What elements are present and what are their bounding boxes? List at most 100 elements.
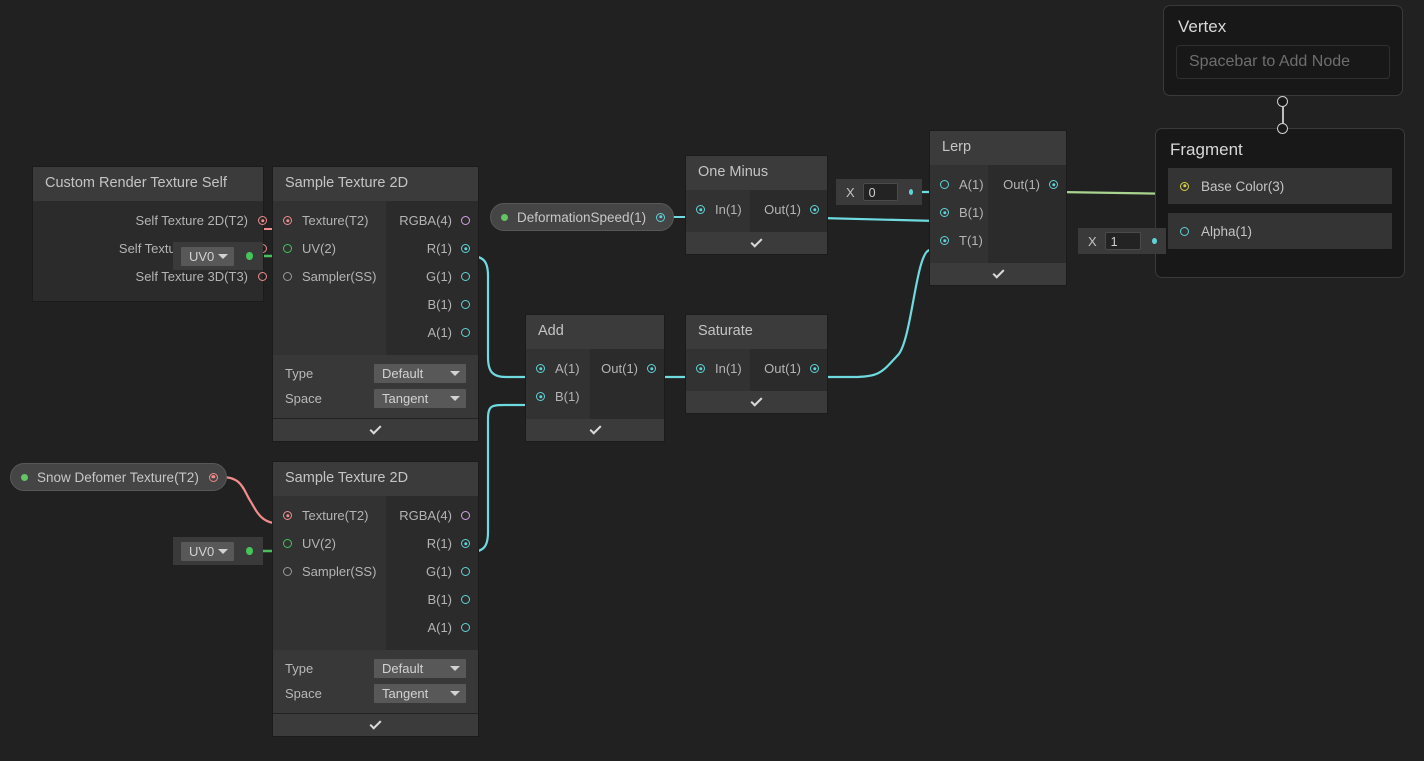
- port-t-in[interactable]: [940, 236, 949, 245]
- port-self-texture-3d[interactable]: [258, 272, 267, 281]
- port-r-out[interactable]: [461, 539, 470, 548]
- output-port-row[interactable]: R(1): [386, 530, 478, 558]
- port-texture-in[interactable]: [283, 216, 292, 225]
- input-port-row[interactable]: Texture(T2): [273, 207, 386, 235]
- uv-output-dot[interactable]: [246, 547, 253, 555]
- port-texture-in[interactable]: [283, 511, 292, 520]
- input-port-row[interactable]: In(1): [686, 355, 750, 383]
- port-base-color-in[interactable]: [1180, 181, 1189, 191]
- collapse-toggle[interactable]: [686, 390, 827, 413]
- value-output-dot[interactable]: [1152, 238, 1157, 244]
- input-port-row[interactable]: Sampler(SS): [273, 263, 386, 291]
- output-port-row[interactable]: G(1): [386, 263, 478, 291]
- port-r-out[interactable]: [461, 244, 470, 253]
- port-alpha-in[interactable]: [1180, 226, 1189, 236]
- space-dropdown[interactable]: Tangent: [374, 683, 466, 703]
- port-b-in[interactable]: [536, 392, 545, 401]
- alpha-value-input[interactable]: 1: [1104, 232, 1142, 250]
- block-alpha[interactable]: Alpha(1): [1168, 213, 1392, 249]
- port-b-out[interactable]: [461, 300, 470, 309]
- setting-type[interactable]: Type Default: [285, 656, 466, 681]
- uv-channel-selector-top[interactable]: UV0: [173, 242, 263, 270]
- port-in[interactable]: [696, 364, 705, 373]
- output-port-row[interactable]: RGBA(4): [386, 207, 478, 235]
- lerp-a-value-input[interactable]: 0: [862, 183, 898, 201]
- node-sample-texture-2d-top[interactable]: Sample Texture 2D Texture(T2) UV(2) Samp…: [273, 167, 478, 441]
- output-port-row[interactable]: B(1): [386, 291, 478, 319]
- port-rgba-out[interactable]: [461, 511, 470, 520]
- output-port-row[interactable]: RGBA(4): [386, 502, 478, 530]
- port-a-out[interactable]: [461, 328, 470, 337]
- port-self-texture-2d[interactable]: [258, 216, 267, 225]
- collapse-toggle[interactable]: [273, 418, 478, 441]
- master-node-fragment[interactable]: Fragment Base Color(3) Alpha(1): [1155, 128, 1405, 278]
- port-rgba-out[interactable]: [461, 216, 470, 225]
- port-property-out[interactable]: [208, 472, 218, 482]
- setting-type[interactable]: Type Default: [285, 361, 466, 386]
- port-b-in[interactable]: [940, 208, 949, 217]
- collapse-toggle[interactable]: [526, 418, 664, 441]
- node-add[interactable]: Add A(1) B(1) Out(1): [526, 315, 664, 441]
- output-port-row[interactable]: Self Texture 2D(T2): [33, 207, 267, 235]
- output-port-row[interactable]: Out(1): [750, 355, 827, 383]
- block-base-color[interactable]: Base Color(3): [1168, 168, 1392, 204]
- port-out[interactable]: [647, 364, 656, 373]
- output-port-row[interactable]: Out(1): [590, 355, 664, 383]
- output-port-row[interactable]: Out(1): [750, 196, 827, 224]
- uv-dropdown[interactable]: UV0: [181, 541, 235, 561]
- input-port-row[interactable]: Texture(T2): [273, 502, 386, 530]
- port-in[interactable]: [696, 205, 705, 214]
- input-port-row[interactable]: In(1): [686, 196, 750, 224]
- input-port-row[interactable]: UV(2): [273, 530, 386, 558]
- property-snow-deformer-texture[interactable]: Snow Defomer Texture(T2): [10, 463, 227, 491]
- output-port-row[interactable]: R(1): [386, 235, 478, 263]
- port-a-out[interactable]: [461, 623, 470, 632]
- uv-output-dot[interactable]: [246, 252, 253, 260]
- input-port-row[interactable]: A(1): [930, 171, 988, 199]
- output-port-row[interactable]: B(1): [386, 586, 478, 614]
- input-port-row[interactable]: UV(2): [273, 235, 386, 263]
- output-port-row[interactable]: G(1): [386, 558, 478, 586]
- port-sampler-in[interactable]: [283, 272, 292, 281]
- property-deformation-speed[interactable]: DeformationSpeed(1): [490, 203, 675, 231]
- collapse-toggle[interactable]: [930, 262, 1066, 285]
- port-g-out[interactable]: [461, 272, 470, 281]
- uv-channel-selector-bottom[interactable]: UV0: [173, 537, 263, 565]
- port-uv-in[interactable]: [283, 539, 292, 548]
- setting-space[interactable]: Space Tangent: [285, 681, 466, 706]
- type-dropdown[interactable]: Default: [374, 363, 466, 383]
- output-port-row[interactable]: Out(1): [988, 171, 1066, 199]
- node-lerp[interactable]: Lerp A(1) B(1) T(1) Out(1): [930, 131, 1066, 285]
- master-node-vertex[interactable]: Vertex Spacebar to Add Node: [1163, 5, 1403, 96]
- node-saturate[interactable]: Saturate In(1) Out(1): [686, 315, 827, 413]
- port-sampler-in[interactable]: [283, 567, 292, 576]
- input-port-row[interactable]: B(1): [526, 383, 590, 411]
- port-property-out[interactable]: [656, 212, 666, 222]
- port-out[interactable]: [1049, 180, 1058, 189]
- port-g-out[interactable]: [461, 567, 470, 576]
- output-port-row[interactable]: Self Texture 3D(T3): [33, 263, 267, 291]
- lerp-a-inline-value[interactable]: X 0: [836, 179, 922, 205]
- fragment-alpha-inline-value[interactable]: X 1: [1078, 228, 1166, 254]
- uv-dropdown[interactable]: UV0: [181, 246, 235, 266]
- input-port-row[interactable]: B(1): [930, 199, 988, 227]
- node-sample-texture-2d-bottom[interactable]: Sample Texture 2D Texture(T2) UV(2) Samp…: [273, 462, 478, 736]
- space-dropdown[interactable]: Tangent: [374, 388, 466, 408]
- setting-space[interactable]: Space Tangent: [285, 386, 466, 411]
- output-port-row[interactable]: A(1): [386, 319, 478, 347]
- port-out[interactable]: [810, 205, 819, 214]
- port-a-in[interactable]: [940, 180, 949, 189]
- type-dropdown[interactable]: Default: [374, 658, 466, 678]
- collapse-toggle[interactable]: [686, 231, 827, 254]
- node-custom-render-texture-self[interactable]: Custom Render Texture Self Self Texture …: [33, 167, 267, 301]
- vertex-add-node-hint[interactable]: Spacebar to Add Node: [1176, 45, 1390, 79]
- port-b-out[interactable]: [461, 595, 470, 604]
- value-output-dot[interactable]: [908, 189, 913, 195]
- input-port-row[interactable]: T(1): [930, 227, 988, 255]
- port-a-in[interactable]: [536, 364, 545, 373]
- input-port-row[interactable]: A(1): [526, 355, 590, 383]
- output-port-row[interactable]: A(1): [386, 614, 478, 642]
- input-port-row[interactable]: Sampler(SS): [273, 558, 386, 586]
- port-out[interactable]: [810, 364, 819, 373]
